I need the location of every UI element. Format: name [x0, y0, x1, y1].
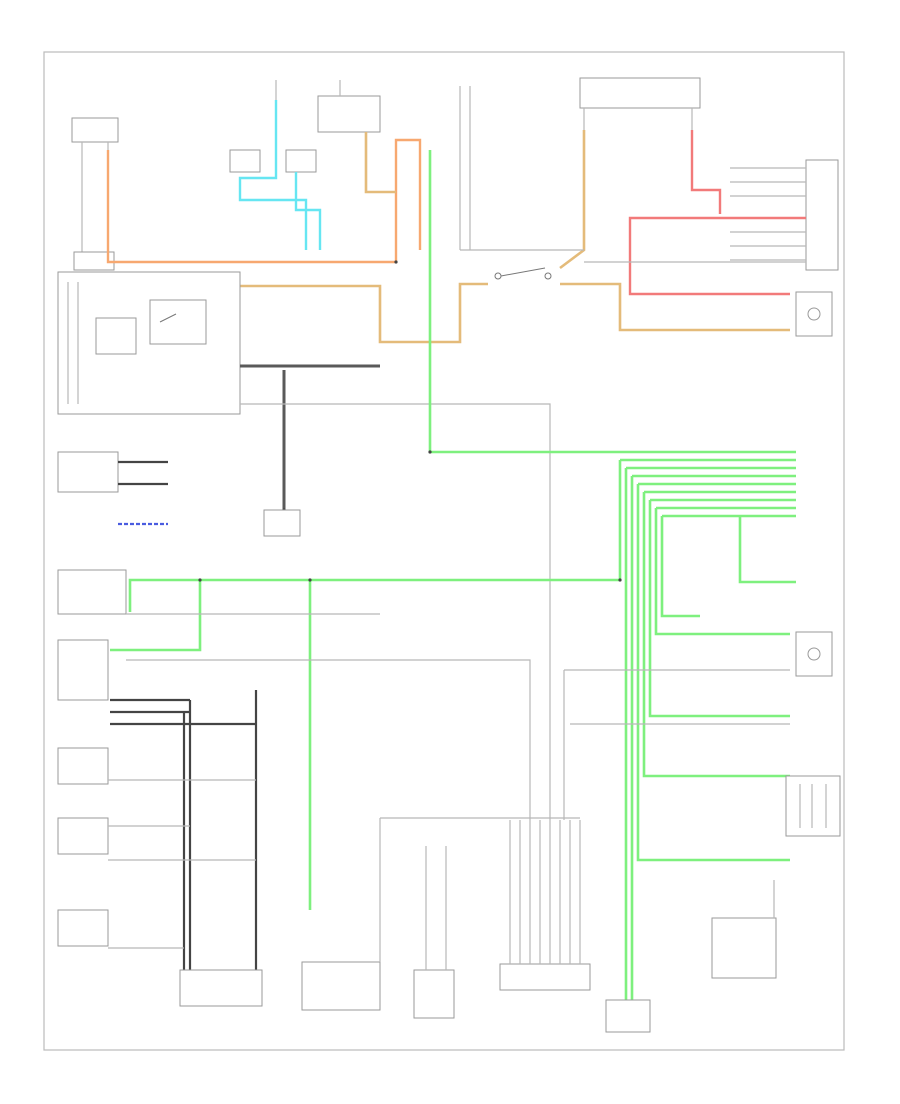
cyan-wire-b	[294, 172, 322, 250]
tan-wire-b	[364, 132, 396, 194]
door-lock-connector-right	[730, 159, 839, 271]
top-center-fuse-group	[229, 80, 471, 250]
tan-wire-c	[559, 130, 586, 270]
bottom-connector-block	[379, 817, 591, 991]
right-motor	[795, 291, 833, 337]
green-bus-vertical	[428, 150, 796, 454]
motor-icon-lower	[807, 647, 821, 661]
orange-wire	[106, 138, 422, 264]
center-splice-box	[263, 509, 301, 537]
bottom-center-module-a	[301, 961, 381, 1011]
bottom-right-module-b	[711, 880, 777, 979]
tan-wire-d	[560, 282, 790, 332]
left-switch-box-3	[57, 639, 109, 701]
motor-icon	[807, 307, 821, 321]
gray-wire-d	[126, 659, 531, 820]
green-drop-f	[636, 484, 790, 862]
top-right-module-box	[579, 77, 701, 250]
left-switch-box-2	[57, 569, 380, 615]
switch-icon	[159, 313, 177, 323]
center-switch	[494, 267, 552, 280]
green-drop-i	[654, 508, 790, 636]
red-wire-a	[690, 130, 722, 214]
left-control-unit	[57, 271, 241, 415]
green-drop-h	[648, 500, 790, 718]
bottom-right-module-a	[605, 999, 651, 1033]
bottom-left-module	[179, 969, 263, 1007]
diagram-frame	[43, 51, 845, 1051]
gray-wire-a	[240, 403, 551, 890]
red-wire-b	[628, 216, 806, 296]
cyan-wire-a	[238, 100, 308, 250]
green-drop-b	[110, 580, 202, 652]
green-drop-g	[642, 492, 790, 778]
connector-dots	[198, 260, 622, 582]
green-drop-a	[128, 460, 622, 612]
left-connector-stack	[57, 690, 258, 970]
green-drop-k	[660, 516, 700, 618]
green-drop-j	[738, 516, 796, 584]
right-motor-lower	[795, 631, 833, 677]
left-switch-box-1	[57, 451, 168, 493]
right-relay-box	[785, 775, 841, 837]
bottom-center-module-b	[413, 846, 455, 1019]
tan-wire-a	[240, 282, 488, 344]
top-left-fuse-box	[71, 117, 119, 271]
